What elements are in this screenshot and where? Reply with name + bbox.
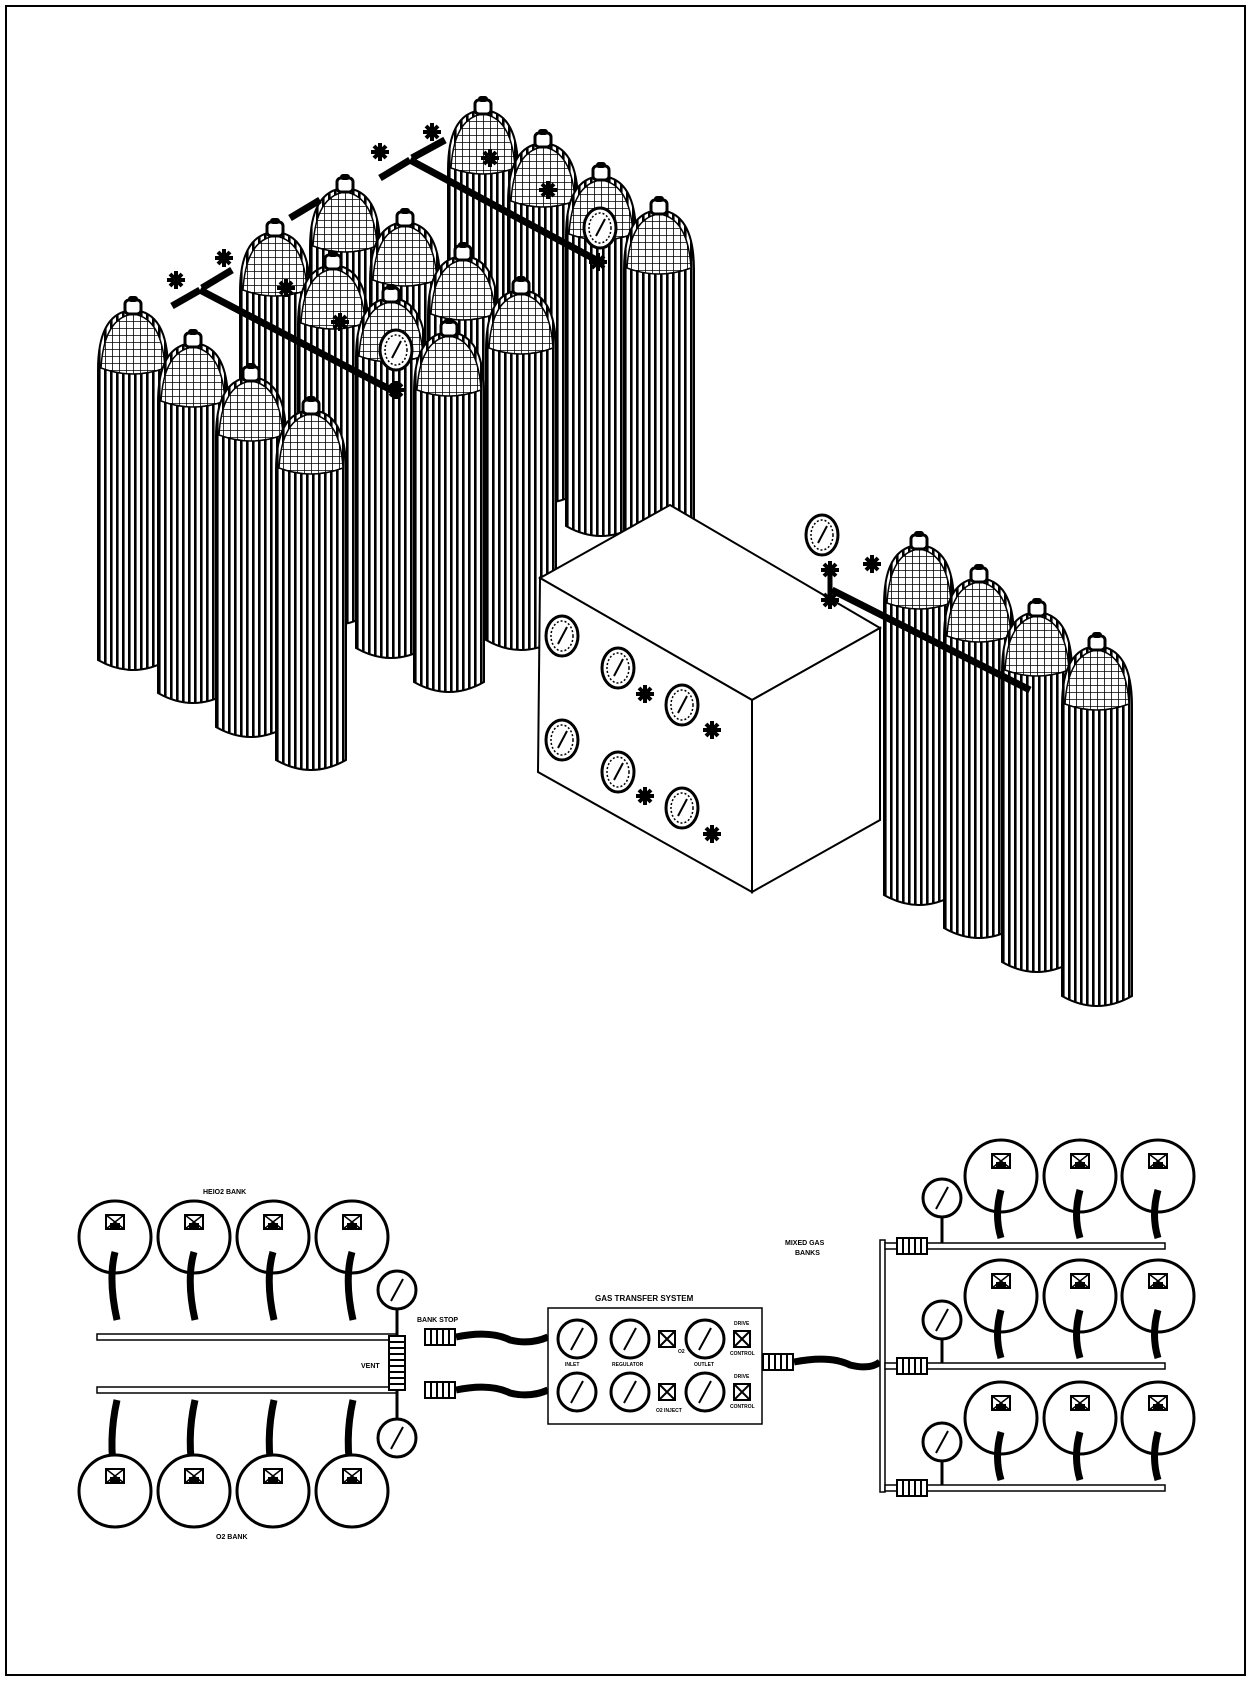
- isometric-gas-bank-illustration: [96, 94, 1134, 1008]
- drive-control-label-1a: DRIVE: [734, 1321, 750, 1327]
- transfer-output-line: [762, 1239, 886, 1493]
- gas-transfer-title: GAS TRANSFER SYSTEM: [595, 1294, 694, 1303]
- manifold-pipes-big-bank: [170, 136, 602, 396]
- o2-panel-label: O2: [678, 1349, 685, 1355]
- o2-bank: O2 BANK: [77, 1386, 398, 1541]
- regulator-label: REGULATOR: [612, 1362, 644, 1368]
- mixed-gas-label-1: MIXED GAS: [785, 1240, 825, 1247]
- mixed-gas-bank-2: [884, 1258, 1196, 1375]
- mixed-gas-manifold: [804, 513, 1032, 694]
- heo2-bank: HEIO2 BANK: [77, 1189, 398, 1341]
- mixed-gas-banks: MIXED GAS BANKS: [785, 1138, 1196, 1497]
- outlet-label: OUTLET: [694, 1362, 714, 1368]
- mixed-gas-bank-1: [884, 1138, 1196, 1255]
- o2-bank-label: O2 BANK: [216, 1534, 248, 1541]
- gas-transfer-box: [536, 503, 883, 894]
- mixed-gas-bank-3: [884, 1380, 1196, 1497]
- o2-inject-label: O2 INJECT: [656, 1408, 682, 1414]
- drive-control-label-2b: CONTROL: [730, 1404, 755, 1410]
- drive-control-label-2a: DRIVE: [734, 1374, 750, 1380]
- mixed-gas-label-2: BANKS: [795, 1250, 820, 1257]
- gas-transfer-panel: GAS TRANSFER SYSTEM INLET REGULATOR O2 O…: [547, 1294, 763, 1425]
- drive-control-label-1b: CONTROL: [730, 1351, 755, 1357]
- page-border: [5, 5, 1246, 1676]
- inlet-label: INLET: [565, 1362, 579, 1368]
- vent-label: VENT: [361, 1363, 380, 1370]
- bank-stop-assembly: BANK STOP VENT: [361, 1269, 550, 1459]
- heo2-bank-label: HEIO2 BANK: [203, 1189, 246, 1196]
- bank-stop-label: BANK STOP: [417, 1317, 458, 1324]
